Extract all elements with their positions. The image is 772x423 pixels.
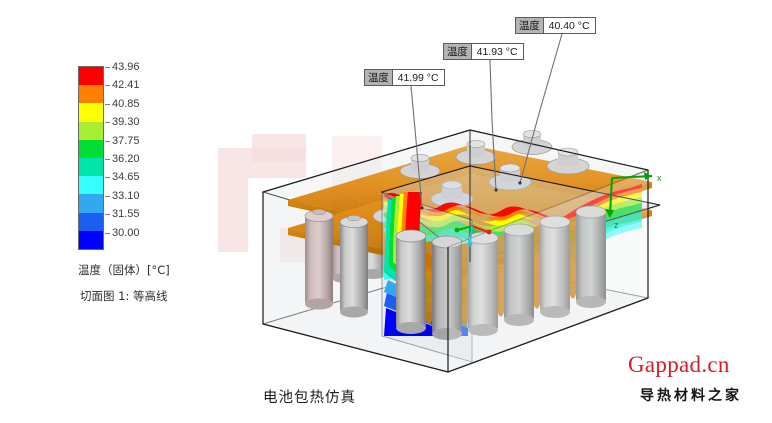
watermark-brand-latin: Gappad.cn (628, 352, 730, 377)
cell-cap (455, 140, 497, 165)
legend-swatch (79, 230, 103, 249)
legend-swatch (79, 121, 103, 140)
legend-swatch (79, 157, 103, 177)
legend-tick-label: 39.30 (112, 115, 140, 128)
legend-swatch (79, 85, 103, 104)
enclosure-front-edges (262, 129, 649, 373)
legend-tick (105, 121, 110, 123)
legend-tick-label: 42.41 (112, 78, 140, 91)
callout-value: 40.40 °C (548, 19, 590, 32)
temperature-callout-1[interactable]: 温度 41.99 °C (364, 69, 445, 86)
axis-z-label: z (614, 220, 619, 230)
cell-cap (511, 130, 553, 155)
callout-tag-label: 温度 (365, 70, 393, 85)
legend-swatch (79, 194, 103, 213)
axis-x-label: x (657, 173, 662, 183)
callout-tag-label: 温度 (444, 44, 472, 59)
battery-cell (539, 215, 571, 318)
legend-tick (105, 195, 110, 197)
legend-tick (105, 103, 110, 105)
legend-tick-label: 31.55 (112, 207, 140, 220)
legend-tick-label: 33.10 (112, 189, 140, 202)
legend-tick-label: 37.75 (112, 134, 140, 147)
legend-tick (105, 140, 110, 142)
legend-tick (105, 213, 110, 215)
cell-cap (430, 180, 474, 208)
color-legend-subtitle: 切面图 1: 等高线 (80, 289, 168, 303)
legend-swatch (79, 67, 103, 86)
legend-tick (105, 232, 110, 234)
legend-swatch (79, 212, 103, 231)
legend-swatch (79, 139, 103, 158)
legend-tick (105, 66, 110, 68)
battery-cell (304, 208, 334, 310)
cell-cap (399, 154, 441, 179)
battery-cell (395, 229, 427, 334)
battery-cell (339, 214, 369, 318)
watermark-brand-chinese: 导热材料之家 (640, 388, 742, 404)
color-legend-bar-wrap: 43.96 42.41 40.85 39.30 37.75 36.20 34.65 33.10… (78, 61, 140, 250)
color-legend-title: 温度（固体）[°C] (78, 263, 170, 277)
legend-tick-label: 43.96 (112, 60, 140, 73)
color-legend-bar (78, 66, 104, 250)
axis-triad-origin (454, 225, 492, 247)
legend-swatch (79, 176, 103, 195)
battery-cell-row-mid (399, 130, 553, 179)
legend-tick-label: 30.00 (112, 226, 140, 239)
legend-swatch (79, 103, 103, 122)
figure-caption: 电池包热仿真 (263, 390, 356, 406)
cell-cap (488, 163, 532, 191)
temperature-callout-2[interactable]: 温度 41.93 °C (443, 43, 524, 60)
legend-tick-label: 40.85 (112, 97, 140, 110)
callout-value: 41.99 °C (397, 71, 439, 84)
battery-cell-row-front-right (395, 205, 607, 340)
color-legend: 43.96 42.41 40.85 39.30 37.75 36.20 34.65 33.10… (78, 61, 170, 303)
watermark-block (218, 148, 248, 252)
busbar-gap-fill (426, 216, 576, 327)
battery-cell (503, 223, 535, 326)
temperature-callout-3[interactable]: 温度 40.40 °C (515, 17, 596, 34)
legend-tick-label: 34.65 (112, 170, 140, 183)
battery-cell (431, 235, 463, 340)
watermark-block (252, 134, 306, 162)
legend-tick (105, 176, 110, 178)
legend-tick (105, 158, 110, 160)
legend-tick-label: 36.20 (112, 152, 140, 165)
callout-tag-label: 温度 (516, 18, 544, 33)
callout-leaders (410, 33, 563, 210)
callout-value: 41.93 °C (476, 45, 518, 58)
battery-cell (575, 205, 607, 308)
legend-tick (105, 84, 110, 86)
axis-triad-main: x z (605, 172, 662, 230)
battery-cell (467, 231, 499, 336)
battery-cell-row-front-left (304, 208, 369, 318)
